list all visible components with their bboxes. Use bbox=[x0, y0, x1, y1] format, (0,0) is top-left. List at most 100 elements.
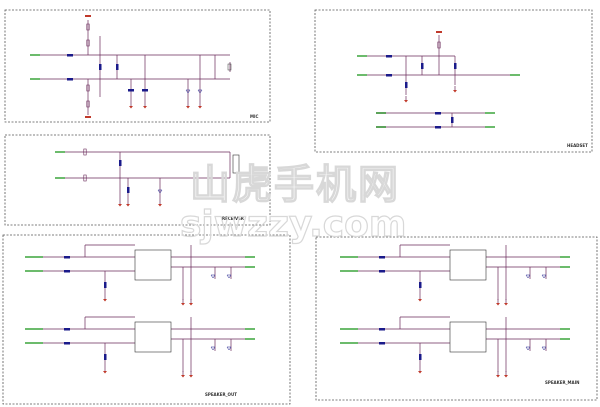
ground-symbol bbox=[496, 375, 500, 378]
block-mic-label: MIC bbox=[250, 114, 258, 119]
diode bbox=[197, 89, 203, 94]
capacitor bbox=[419, 354, 422, 360]
block-speaker-right-border bbox=[315, 236, 598, 401]
capacitor bbox=[67, 54, 73, 57]
net-label bbox=[560, 328, 570, 330]
resistor bbox=[83, 148, 87, 156]
net-label bbox=[30, 54, 40, 56]
resistor bbox=[86, 23, 90, 31]
block-speaker-right-label: SPEAKER_MAIN bbox=[545, 380, 579, 385]
net-label bbox=[55, 151, 65, 153]
power-symbol bbox=[85, 116, 91, 118]
ground-symbol bbox=[418, 371, 422, 374]
diode bbox=[541, 274, 547, 279]
capacitor bbox=[379, 270, 385, 273]
capacitor bbox=[454, 63, 457, 69]
ground-symbol bbox=[158, 204, 162, 207]
net-label bbox=[376, 126, 386, 128]
watermark-cn: 山虎手机网 bbox=[190, 162, 400, 208]
diode bbox=[226, 274, 232, 279]
net-label bbox=[340, 328, 358, 330]
ground-symbol bbox=[189, 375, 193, 378]
capacitor bbox=[67, 78, 73, 81]
ground-symbol bbox=[453, 90, 457, 93]
capacitor bbox=[142, 89, 148, 92]
capacitor bbox=[435, 112, 441, 115]
net-label bbox=[485, 126, 495, 128]
net-label bbox=[560, 256, 570, 258]
microphone bbox=[227, 63, 232, 71]
net-label bbox=[245, 338, 255, 340]
net-label bbox=[245, 256, 255, 258]
ground-symbol bbox=[189, 303, 193, 306]
net-label bbox=[560, 266, 570, 268]
net-label bbox=[25, 270, 43, 272]
ground-symbol bbox=[186, 106, 190, 109]
power-symbol bbox=[436, 31, 442, 33]
diode bbox=[541, 346, 547, 351]
amplifier-ic bbox=[134, 321, 172, 353]
diode bbox=[525, 346, 531, 351]
ground-symbol bbox=[418, 299, 422, 302]
block-receiver-border bbox=[4, 134, 271, 226]
block-receiver-label: RECEIVER bbox=[222, 216, 244, 221]
ground-symbol bbox=[504, 303, 508, 306]
capacitor bbox=[64, 342, 70, 345]
resistor bbox=[86, 100, 90, 108]
capacitor bbox=[405, 82, 408, 88]
net-label bbox=[245, 266, 255, 268]
capacitor bbox=[379, 328, 385, 331]
net-label bbox=[357, 74, 367, 76]
ground-symbol bbox=[143, 106, 147, 109]
capacitor bbox=[419, 282, 422, 288]
ground-symbol bbox=[181, 375, 185, 378]
diode bbox=[210, 274, 216, 279]
net-label bbox=[25, 342, 43, 344]
diode bbox=[185, 89, 191, 94]
ground-symbol bbox=[504, 375, 508, 378]
capacitor bbox=[127, 187, 130, 193]
capacitor bbox=[421, 63, 424, 69]
block-headset-border bbox=[314, 9, 593, 153]
capacitor bbox=[386, 74, 392, 77]
net-label bbox=[376, 112, 386, 114]
capacitor bbox=[451, 117, 454, 123]
capacitor bbox=[128, 89, 134, 92]
capacitor bbox=[379, 342, 385, 345]
power-symbol bbox=[85, 15, 91, 17]
diode bbox=[157, 189, 163, 194]
capacitor bbox=[104, 282, 107, 288]
block-speaker-left-label: SPEAKER_OUT bbox=[205, 392, 237, 397]
watermark-url: sjwzzy.com bbox=[180, 204, 406, 245]
ground-symbol bbox=[404, 100, 408, 103]
resistor bbox=[437, 41, 441, 49]
capacitor bbox=[119, 160, 122, 166]
ground-symbol bbox=[181, 303, 185, 306]
ground-symbol bbox=[198, 106, 202, 109]
resistor bbox=[86, 39, 90, 47]
capacitor bbox=[104, 354, 107, 360]
capacitor bbox=[64, 256, 70, 259]
net-label bbox=[55, 177, 65, 179]
net-label bbox=[340, 256, 358, 258]
ground-symbol bbox=[103, 371, 107, 374]
ground-symbol bbox=[126, 204, 130, 207]
diode bbox=[525, 274, 531, 279]
capacitor bbox=[379, 256, 385, 259]
net-label bbox=[340, 270, 358, 272]
capacitor bbox=[386, 55, 392, 58]
net-label bbox=[510, 74, 520, 76]
capacitor bbox=[116, 64, 119, 70]
ground-symbol bbox=[129, 106, 133, 109]
net-label bbox=[25, 256, 43, 258]
net-label bbox=[30, 78, 40, 80]
capacitor bbox=[64, 328, 70, 331]
capacitor bbox=[435, 126, 441, 129]
amplifier-ic bbox=[134, 249, 172, 281]
diode bbox=[210, 346, 216, 351]
amplifier-ic bbox=[449, 249, 487, 281]
diode bbox=[226, 346, 232, 351]
block-speaker-left-border bbox=[2, 234, 291, 405]
resistor bbox=[83, 174, 87, 182]
